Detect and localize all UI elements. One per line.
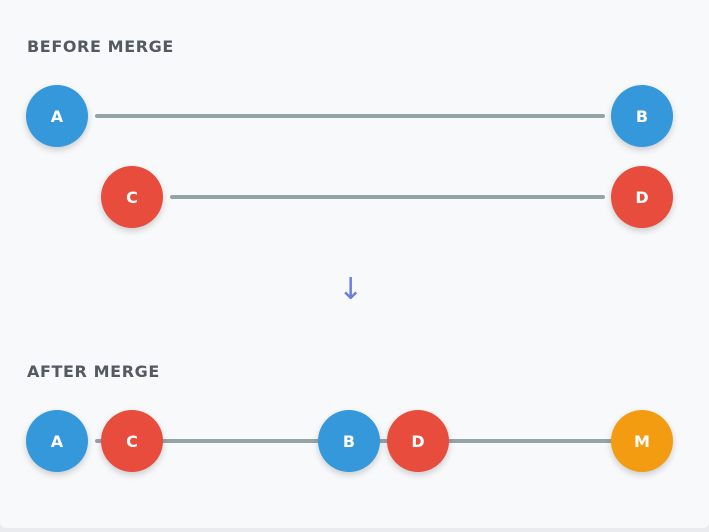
after-merge-title: AFTER MERGE [27, 362, 160, 381]
merge-arrow-icon: ↓ [338, 272, 364, 307]
edge-c-d [170, 195, 605, 199]
node-d-after: D [387, 410, 449, 472]
before-merge-title: BEFORE MERGE [27, 37, 174, 56]
node-a-before: A [26, 85, 88, 147]
node-a-after: A [26, 410, 88, 472]
edge-a-b [95, 114, 605, 118]
node-c-after: C [101, 410, 163, 472]
node-b-before: B [611, 85, 673, 147]
node-m-after: M [611, 410, 673, 472]
node-d-before: D [611, 166, 673, 228]
node-b-after: B [318, 410, 380, 472]
node-c-before: C [101, 166, 163, 228]
